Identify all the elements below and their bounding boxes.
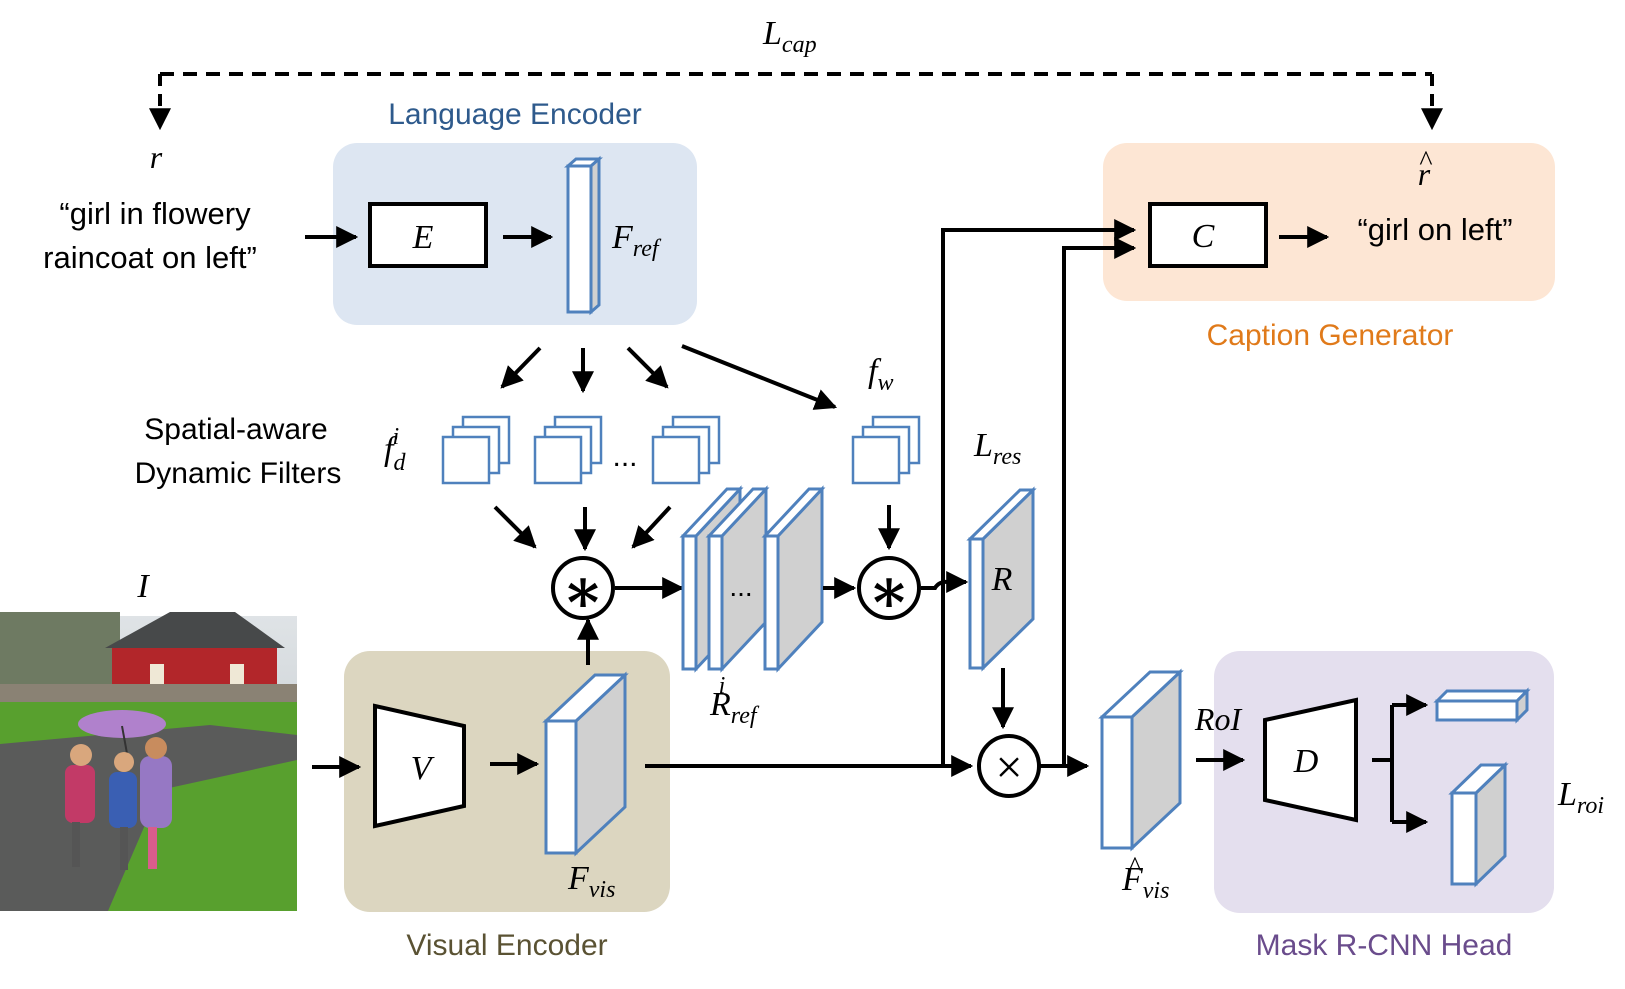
fusion-symbol: × (995, 741, 1022, 794)
caption-generator-box (1148, 202, 1268, 268)
caption-generator-label: C (1192, 218, 1215, 255)
dynamic-filters-title-line-2: Dynamic Filters (135, 457, 342, 490)
response-loss-label: Lres (973, 427, 1021, 470)
caption-loss-label: Lcap (762, 15, 817, 58)
fused-feature-hat: ^ (1128, 852, 1141, 883)
visual-to-caption-line-1 (941, 219, 1137, 766)
language-encoder-panel (333, 143, 697, 325)
expression-symbol: r (150, 139, 163, 175)
language-encoder-box (368, 202, 488, 268)
word-filter-stack (851, 415, 921, 485)
filter-to-conv-arrow-3 (631, 505, 672, 549)
mask-head-branch-lines (1372, 705, 1394, 822)
caption-generator-title: Caption Generator (1207, 319, 1454, 352)
response-map-stack (679, 485, 826, 673)
expression-line-1: “girl in flowery (59, 196, 251, 231)
dynamic-filters-title-line-1: Spatial-aware (144, 413, 327, 446)
response-block-label: R (991, 561, 1013, 598)
dynamic-filter-stack-1 (441, 415, 511, 485)
filter-to-conv-arrow-1 (493, 505, 537, 549)
word-conv-to-response-arrow (921, 571, 969, 593)
language-encoder-title: Language Encoder (388, 98, 642, 131)
visual-feature-block (542, 671, 629, 857)
dynamic-filter-ellipsis: ... (612, 440, 637, 473)
expression-line-2: raincoat on left” (43, 240, 257, 275)
dynamic-filter-label: fdi (384, 424, 406, 476)
word-filter-label: fw (868, 353, 893, 396)
dynamic-filter-stack-2 (533, 415, 603, 485)
caption-output-text: “girl on left” (1357, 212, 1512, 247)
fused-to-caption-line-2 (1062, 237, 1137, 766)
response-map-ellipsis: ... (729, 571, 752, 602)
language-feature-label: Fref (611, 219, 662, 262)
roi-label: RoI (1194, 701, 1243, 737)
mask-head-decoder-trapezoid (1263, 697, 1358, 823)
word-conv-symbol: ∗ (868, 558, 911, 626)
lang-to-word-filter-arrow (681, 344, 838, 410)
roi-loss-label: Lroi (1557, 776, 1604, 819)
language-feature-block (564, 155, 603, 316)
fused-feature-block (1098, 668, 1184, 852)
response-block (966, 486, 1037, 672)
dynamic-filter-stack-3 (651, 415, 721, 485)
language-encoder-label: E (412, 219, 434, 256)
image-label: I (136, 568, 150, 605)
response-map-label: Rrefi (709, 673, 760, 729)
visual-encoder-trapezoid (373, 703, 466, 829)
lang-to-filter-arrow-3 (626, 346, 669, 389)
visual-encoder-title: Visual Encoder (406, 929, 607, 962)
dynamic-conv-symbol: ∗ (562, 558, 605, 626)
lang-to-filter-arrow-1 (500, 346, 542, 389)
fused-feature-label: Fvis (1121, 861, 1169, 904)
fusion-operator (977, 734, 1041, 798)
caption-output-symbol: r (1418, 156, 1431, 192)
mask-rcnn-head-title: Mask R-CNN Head (1256, 929, 1513, 962)
caption-output-hat: ^ (1419, 146, 1432, 177)
word-conv-operator (857, 556, 921, 620)
mask-head-box-output (1433, 687, 1531, 724)
mask-head-mask-output (1448, 761, 1509, 888)
input-image (0, 612, 297, 911)
visual-feature-label: Fvis (567, 860, 615, 903)
mask-head-decoder-label: D (1293, 743, 1319, 780)
